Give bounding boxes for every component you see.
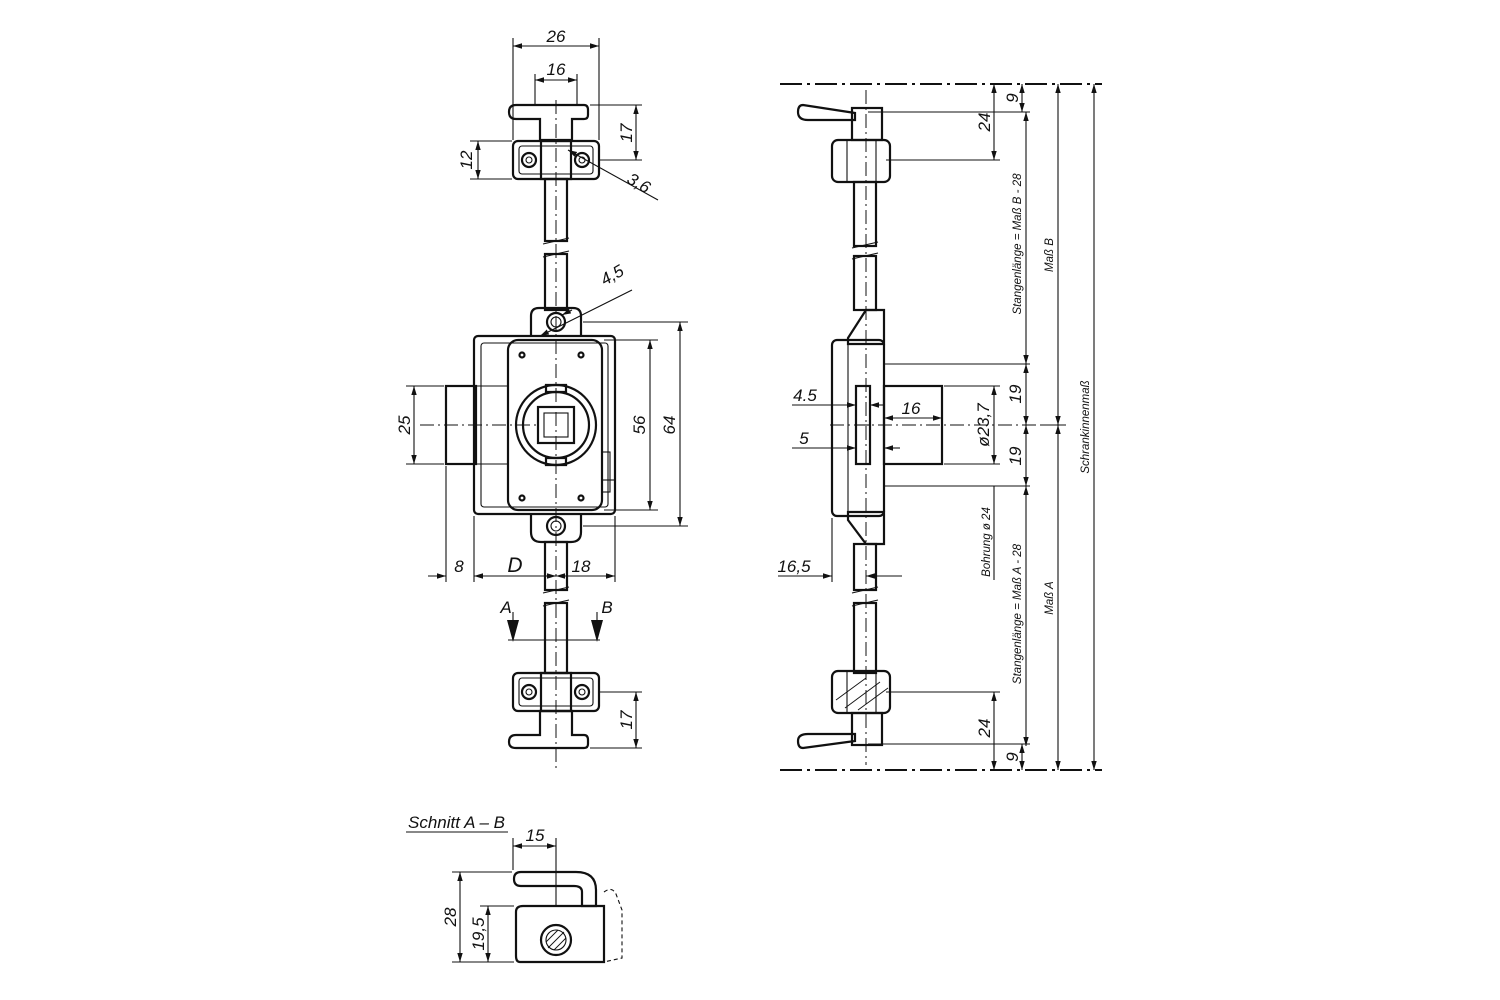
side-dim-19-upper: 19 <box>1006 384 1025 403</box>
side-dim-24-bottom: 24 <box>975 719 994 739</box>
dim-width-16: 16 <box>547 60 566 79</box>
section-hook <box>512 870 598 908</box>
dim-height-64: 64 <box>660 416 679 435</box>
section-dim-28: 28 <box>441 907 460 927</box>
section-rod <box>539 923 573 957</box>
bottom-handle-lever <box>507 709 590 750</box>
top-screw-hole <box>545 311 567 333</box>
side-dim-16: 16 <box>902 399 921 418</box>
section-mark-b: B <box>601 598 612 617</box>
dim-height-56: 56 <box>630 415 649 434</box>
side-cabinet-height: Schrankinnenmaß <box>1080 380 1092 473</box>
section-title: Schnitt A – B <box>408 813 505 832</box>
side-top-guide <box>830 138 892 184</box>
side-dim-5: 5 <box>799 429 809 448</box>
dim-backset-d: D <box>507 554 522 577</box>
side-dim-9-bottom: 9 <box>1003 752 1022 762</box>
section-mark-a: A <box>499 598 511 617</box>
side-top-lever <box>796 103 857 122</box>
section-view: Schnitt A – B 15 28 19,5 <box>406 813 623 964</box>
dim-height-12: 12 <box>457 150 476 169</box>
side-rod-length-lower: Stangenlänge = Maß A - 28 <box>1012 543 1024 684</box>
side-bore-note: Bohrung ø 24 <box>981 507 993 577</box>
section-dim-19-5: 19,5 <box>469 917 488 951</box>
cover-plate <box>506 338 604 512</box>
dim-height-17-top: 17 <box>617 123 636 142</box>
side-bottom-guide <box>830 669 892 715</box>
side-dim-9-top: 9 <box>1003 93 1022 103</box>
side-bottom-lever <box>796 732 857 750</box>
side-view: 9 24 Stangenlänge = Maß B - 28 Maß B Sch… <box>777 83 1102 771</box>
side-dim-cylinder-diameter: ø23,7 <box>974 403 993 447</box>
dim-offset-18: 18 <box>572 557 591 576</box>
dim-screw-hole-4-5: 4,5 <box>597 261 627 290</box>
top-handle-lever <box>507 103 590 142</box>
side-rod-length-upper: Stangenlänge = Maß B - 28 <box>1012 173 1024 315</box>
dim-width-26: 26 <box>546 27 566 46</box>
dim-offset-8: 8 <box>454 557 464 576</box>
side-measure-b: Maß B <box>1044 238 1056 272</box>
front-view: 26 16 17 12 3,6 4,5 25 56 <box>395 27 688 770</box>
bottom-screw-hole <box>545 515 567 537</box>
dim-height-17-bottom: 17 <box>617 710 636 729</box>
dim-height-25: 25 <box>395 415 414 435</box>
side-dim-16-5: 16,5 <box>777 557 811 576</box>
side-dim-19-lower: 19 <box>1006 446 1025 465</box>
section-body <box>514 904 606 964</box>
dim-hole-3-6: 3,6 <box>624 169 654 198</box>
section-dim-15: 15 <box>526 826 545 845</box>
side-measure-a: Maß A <box>1044 581 1056 615</box>
side-dim-24-top: 24 <box>975 113 994 133</box>
side-dim-4-5: 4.5 <box>793 386 817 405</box>
